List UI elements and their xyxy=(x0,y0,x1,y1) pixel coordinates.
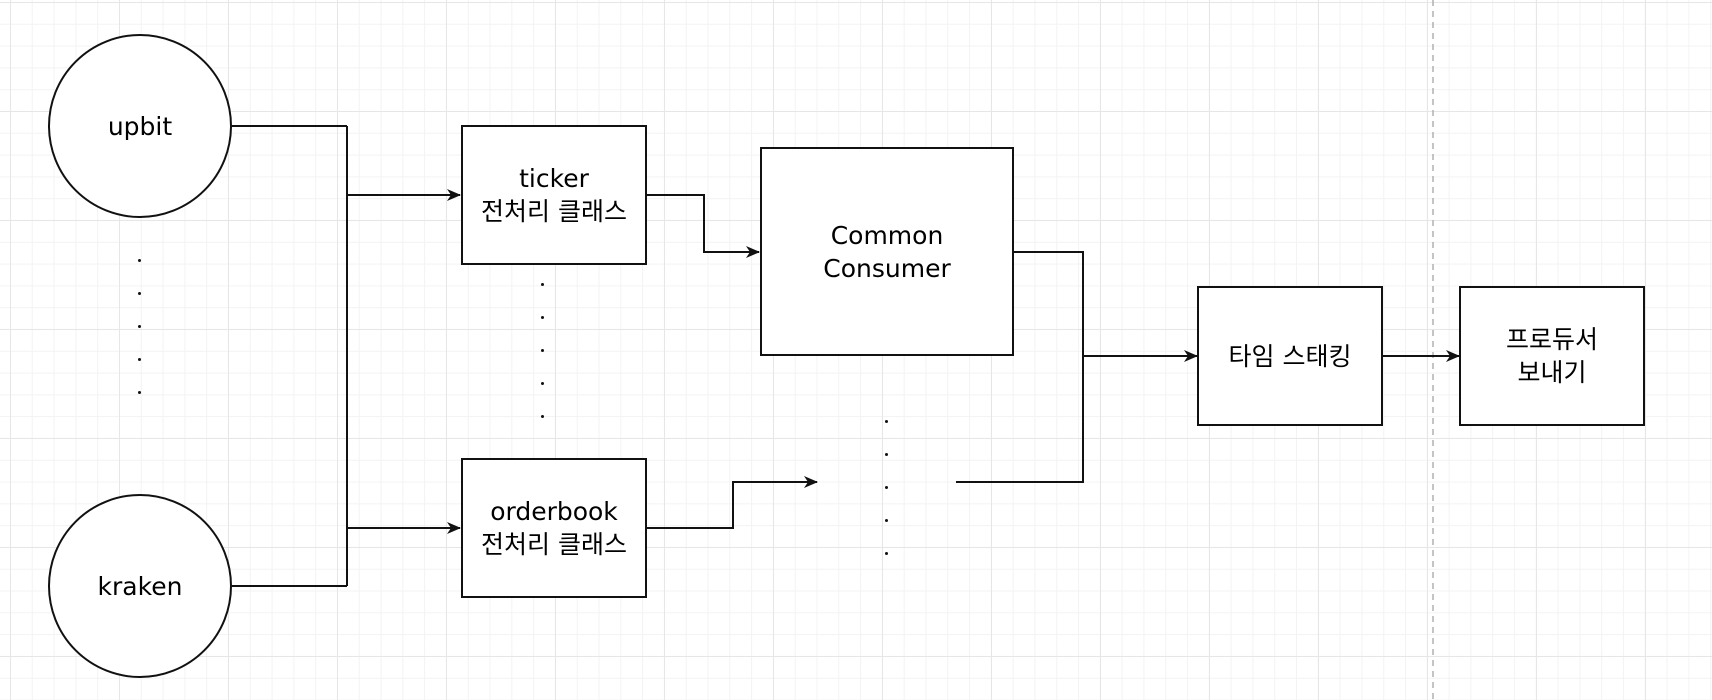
ticker-preprocessor-label: ticker 전처리 클래스 xyxy=(481,164,627,226)
edge-more-consumers-to-merge xyxy=(956,356,1084,483)
time-stacking-label: 타임 스태킹 xyxy=(1228,341,1352,371)
edge-ticker-to-consumer xyxy=(647,194,760,258)
preprocessor-ellipsis xyxy=(532,283,552,418)
source-ellipsis xyxy=(129,259,149,394)
orderbook-preprocessor-node[interactable]: orderbook 전처리 클래스 xyxy=(461,458,647,598)
upbit-node[interactable]: upbit xyxy=(48,34,232,218)
orderbook-preprocessor-label: orderbook 전처리 클래스 xyxy=(481,497,627,559)
kraken-label: kraken xyxy=(97,571,183,601)
common-consumer-label: Common Consumer xyxy=(823,220,951,283)
time-stacking-node[interactable]: 타임 스태킹 xyxy=(1197,286,1383,426)
ticker-preprocessor-node[interactable]: ticker 전처리 클래스 xyxy=(461,125,647,265)
kraken-node[interactable]: kraken xyxy=(48,494,232,678)
upbit-label: upbit xyxy=(107,111,173,141)
producer-send-node[interactable]: 프로듀서 보내기 xyxy=(1459,286,1645,426)
consumer-ellipsis xyxy=(876,420,896,555)
producer-send-label: 프로듀서 보내기 xyxy=(1505,325,1598,387)
edge-orderbook-to-more-consumers xyxy=(647,476,818,529)
common-consumer-node[interactable]: Common Consumer xyxy=(760,147,1014,356)
edge-consumer-to-merge xyxy=(1014,251,1084,356)
